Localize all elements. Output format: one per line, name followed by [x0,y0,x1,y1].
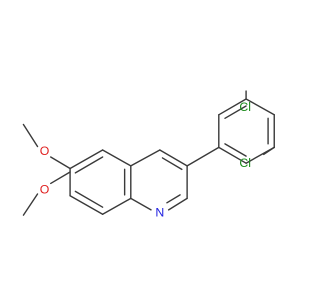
o-ring-bond-top [50,156,71,170]
molecule-structure: O O N Cl Cl [22,90,275,219]
chlorine-label-bottom: Cl [239,156,251,170]
biaryl-bond [186,146,220,167]
methyl-bond-bottom [22,193,39,216]
oxygen-label-top: O [40,144,50,158]
methoxy-bottom [22,171,71,216]
oxygen-label-bottom: O [40,183,50,197]
dichlorophenyl-ring [218,98,275,164]
nitrogen-label: N [155,205,164,219]
molecule-diagram: O O N Cl Cl [22,90,275,219]
pyridine-ring [130,149,188,211]
benzo-ring [69,149,132,215]
o-ring-bond-bottom [50,171,71,185]
methoxy-top [22,123,71,170]
methyl-bond-top [22,123,39,148]
chlorine-label-top: Cl [239,100,251,114]
cl-bond-bottom [262,146,275,156]
